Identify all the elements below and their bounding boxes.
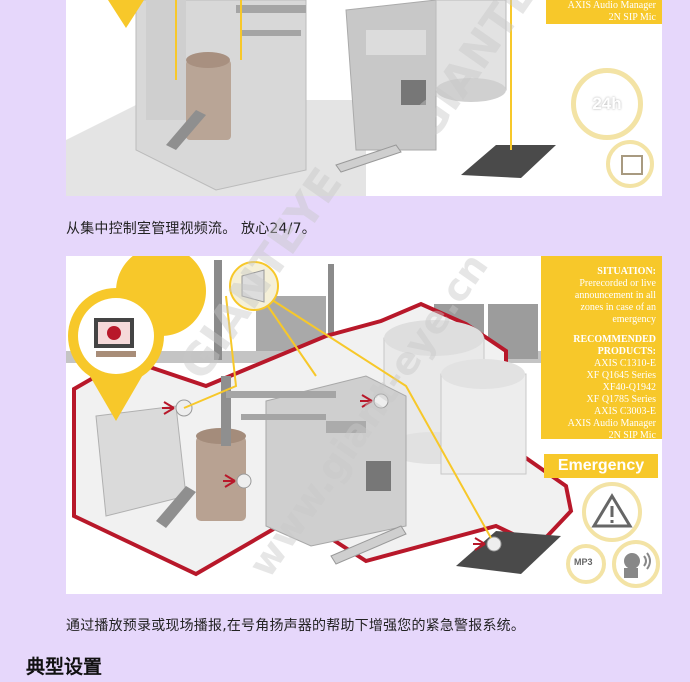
situation-line: emergency <box>612 314 656 325</box>
section-heading: 典型设置 <box>26 656 103 678</box>
product-item: 2N SIP Mic <box>608 430 656 441</box>
product-list-panel-top: AXIS Audio Manager 2N SIP Mic <box>546 0 662 24</box>
caption-video-management: 从集中控制室管理视频流。 放心24/7。 <box>66 221 316 237</box>
mp3-label: MP3 <box>574 557 593 567</box>
product-item: XF40-Q1942 <box>602 382 656 393</box>
clock-24h-icon: 24h <box>571 68 643 140</box>
plant-scene-top <box>66 0 556 196</box>
emergency-label: Emergency <box>544 454 658 478</box>
product-item: XF Q1785 Series <box>586 394 656 405</box>
recommended-heading: RECOMMENDED <box>573 334 656 345</box>
speaking-person-icon <box>612 540 660 588</box>
caption-emergency-alert: 通过播放预录或现场播报,在号角扬声器的帮助下增强您的紧急警报系统。 <box>66 618 526 634</box>
product-item: XF Q1645 Series <box>586 370 656 381</box>
situation-heading: SITUATION: <box>597 266 656 277</box>
product-item: AXIS C1310-E <box>594 358 656 369</box>
info-panel-emergency: SITUATION: Prerecorded or live announcem… <box>541 256 662 441</box>
product-item: AXIS C3003-E <box>594 406 656 417</box>
product-item: AXIS Audio Manager <box>567 0 656 11</box>
situation-line: zones in case of an <box>580 302 656 313</box>
situation-line: Prerecorded or live <box>579 278 656 289</box>
horn-speaker-icon <box>223 473 252 489</box>
industrial-illustration-emergency: SITUATION: Prerecorded or live announcem… <box>66 256 662 594</box>
location-pin-icon <box>108 0 144 28</box>
horn-speaker-icon <box>360 393 389 409</box>
recommended-heading: PRODUCTS: <box>597 346 656 357</box>
mp3-player-icon: MP3 <box>566 544 606 584</box>
product-item: AXIS Audio Manager <box>567 418 656 429</box>
industrial-illustration-top: AXIS Audio Manager 2N SIP Mic 24h <box>66 0 662 196</box>
horn-speaker-callout-icon <box>229 261 279 311</box>
plant-scene-bottom <box>66 256 662 577</box>
clock-24h-label: 24h <box>592 94 622 113</box>
calendar-icon <box>606 140 654 188</box>
product-item: 2N SIP Mic <box>608 12 656 23</box>
situation-line: announcement in all <box>574 290 656 301</box>
location-pin-icon <box>68 256 206 421</box>
warning-icon <box>582 482 642 542</box>
horn-speaker-icon <box>473 536 502 552</box>
